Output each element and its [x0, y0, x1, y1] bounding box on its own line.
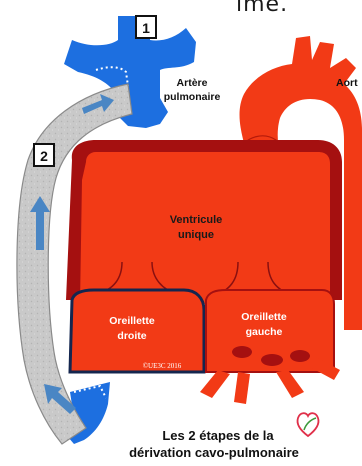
- pulmonary-vein-1: [200, 370, 230, 398]
- left-atrium-label-line2: gauche: [246, 326, 283, 338]
- step-2-marker: 2: [40, 148, 48, 164]
- pulmonary-artery-label-line2: pulmonaire: [164, 91, 221, 103]
- pulmonary-vein-2: [234, 372, 250, 404]
- caption-line1: Les 2 étapes de la: [162, 428, 274, 443]
- pulmonary-vein-opening-1: [232, 346, 252, 358]
- right-atrium-label-line1: Oreillette: [109, 315, 155, 327]
- caption-line2: dérivation cavo-pulmonaire: [129, 445, 299, 460]
- heart-logo-icon: [297, 413, 318, 436]
- pulmonary-artery-label-line1: Artère: [177, 77, 208, 89]
- pulmonary-vein-3: [276, 370, 304, 398]
- pulmonary-vein-opening-2: [261, 354, 283, 366]
- ventricle-label-line2: unique: [178, 229, 214, 241]
- copyright-text: ©UE3C 2016: [143, 362, 182, 370]
- right-atrium-label-line2: droite: [117, 330, 146, 342]
- aorta-label: Aort: [336, 77, 358, 89]
- step-1-marker: 1: [142, 20, 150, 36]
- ventricle-label-line1: Ventricule: [170, 214, 223, 226]
- left-atrium-label-line1: Oreillette: [241, 311, 287, 323]
- pulmonary-vein-opening-3: [290, 350, 310, 362]
